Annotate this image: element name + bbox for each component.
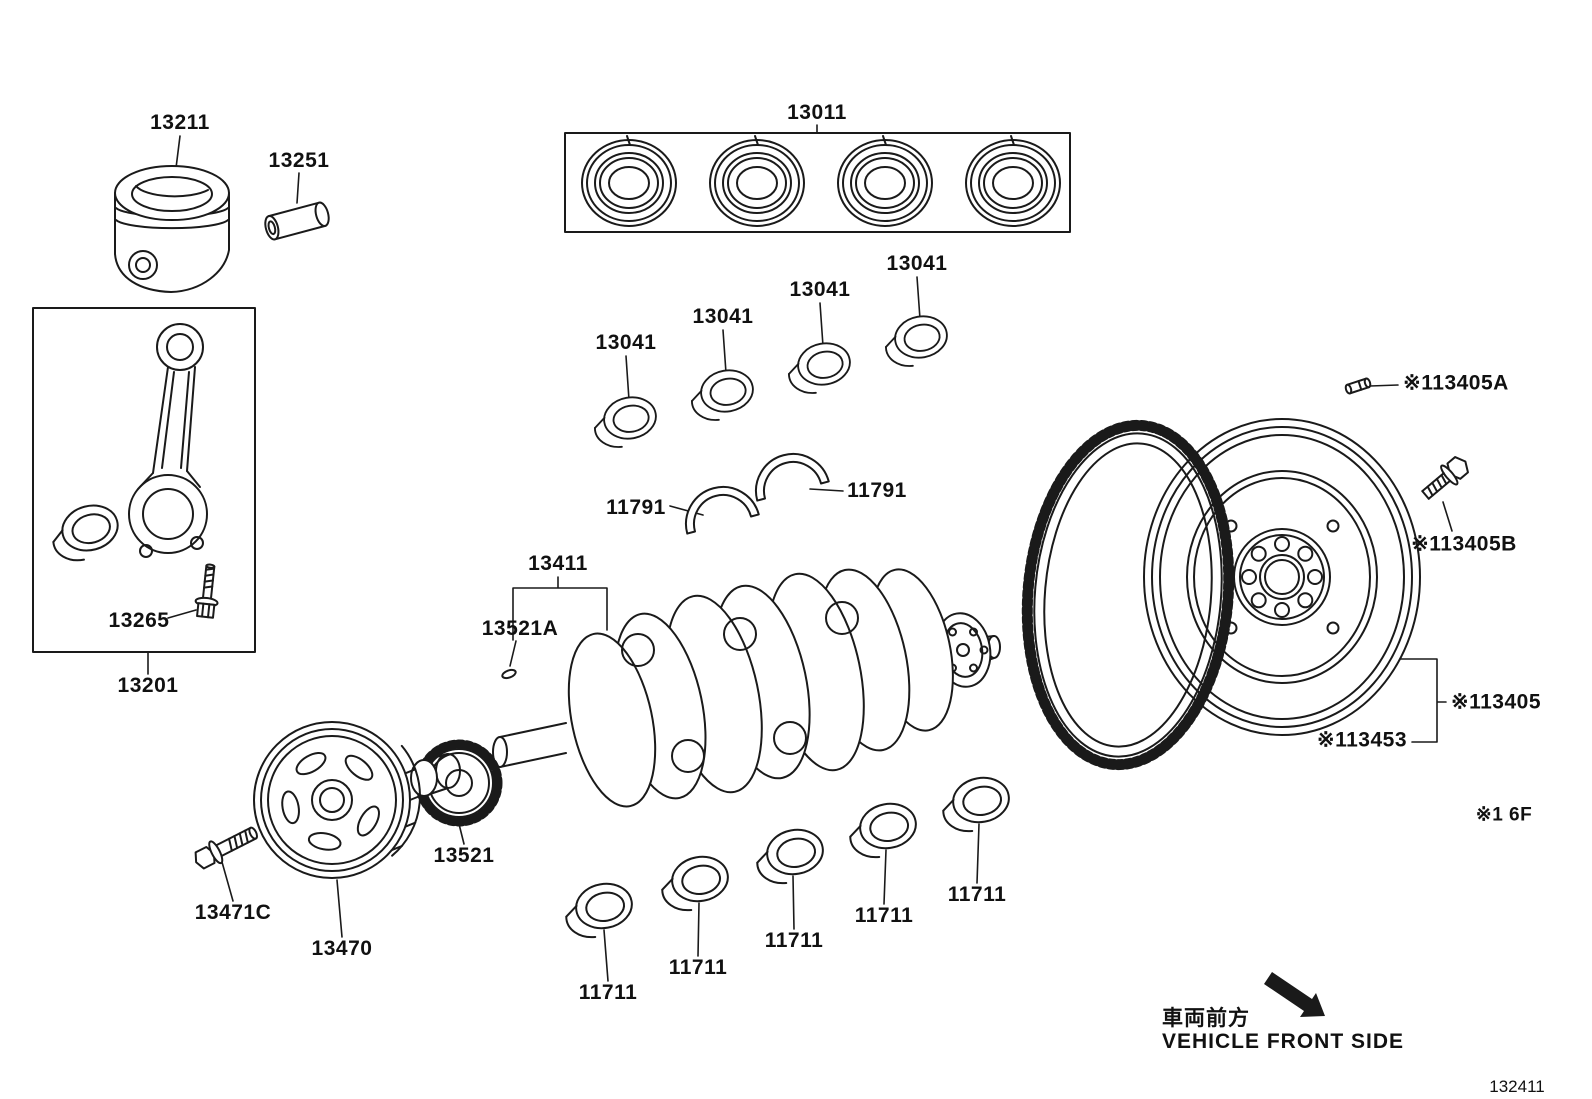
part-label-113453: ※113453 <box>1316 728 1408 752</box>
flywheel-bolt-illustration <box>1421 456 1469 500</box>
thrust-washer-illustration <box>676 444 830 535</box>
pulley-bolt-illustration <box>194 826 258 870</box>
part-label-13521A: 13521A <box>481 617 559 640</box>
vehicle-front-caption-en: VEHICLE FRONT SIDE <box>1162 1030 1405 1053</box>
part-label-11711-3: 11711 <box>764 929 824 952</box>
ring-gear-illustration <box>1021 419 1235 771</box>
part-label-13251: 13251 <box>268 149 330 172</box>
crankshaft-key-illustration <box>501 668 517 680</box>
part-label-13265: 13265 <box>108 609 170 632</box>
vehicle-front-caption-jp: 車両前方 <box>1162 1007 1250 1030</box>
dowel-pin-illustration <box>1344 377 1372 395</box>
piston-illustration <box>114 165 230 293</box>
figure-code: 132411 <box>1489 1077 1545 1096</box>
front-side-arrow <box>1264 972 1325 1017</box>
connecting-rod-box <box>32 307 256 653</box>
part-label-11791-1: 11791 <box>606 496 666 519</box>
rod-bearing-shell-illustration <box>45 498 126 568</box>
part-label-11711-2: 11711 <box>668 956 728 979</box>
crankshaft-illustration <box>492 568 1001 808</box>
pulley-illustration <box>253 721 421 879</box>
part-label-13471C: 13471C <box>194 901 272 924</box>
part-label-11711-4: 11711 <box>854 904 914 927</box>
part-label-11711-1: 11711 <box>578 981 638 1004</box>
part-label-11711-5: 11711 <box>947 883 1007 906</box>
piston-ring-set-illustration <box>564 132 1071 233</box>
part-label-13470: 13470 <box>311 937 373 960</box>
leader-lines <box>147 124 1453 982</box>
footnote: ※1 6F <box>1475 804 1533 826</box>
part-label-13411: 13411 <box>528 552 588 575</box>
part-label-13041-4: 13041 <box>886 252 948 275</box>
rod-bolt-illustration <box>194 563 219 619</box>
part-label-13011: 13011 <box>787 101 847 124</box>
part-label-13521: 13521 <box>433 844 495 867</box>
flywheel-illustration <box>1143 418 1421 736</box>
part-label-113405: ※113405 <box>1450 690 1542 714</box>
part-label-13041-3: 13041 <box>789 278 851 301</box>
connecting-rod-illustration <box>128 323 208 558</box>
part-label-113405B: ※113405B <box>1411 532 1517 556</box>
piston-pin-illustration <box>264 201 330 241</box>
part-label-13041-1: 13041 <box>595 331 657 354</box>
part-label-13211: 13211 <box>150 111 210 134</box>
part-label-13041-2: 13041 <box>692 305 754 328</box>
sprocket-spacer-illustration <box>410 753 461 797</box>
part-label-13201: 13201 <box>117 674 179 697</box>
part-label-11791-2: 11791 <box>847 479 907 502</box>
part-label-113405A: ※113405A <box>1403 371 1509 395</box>
